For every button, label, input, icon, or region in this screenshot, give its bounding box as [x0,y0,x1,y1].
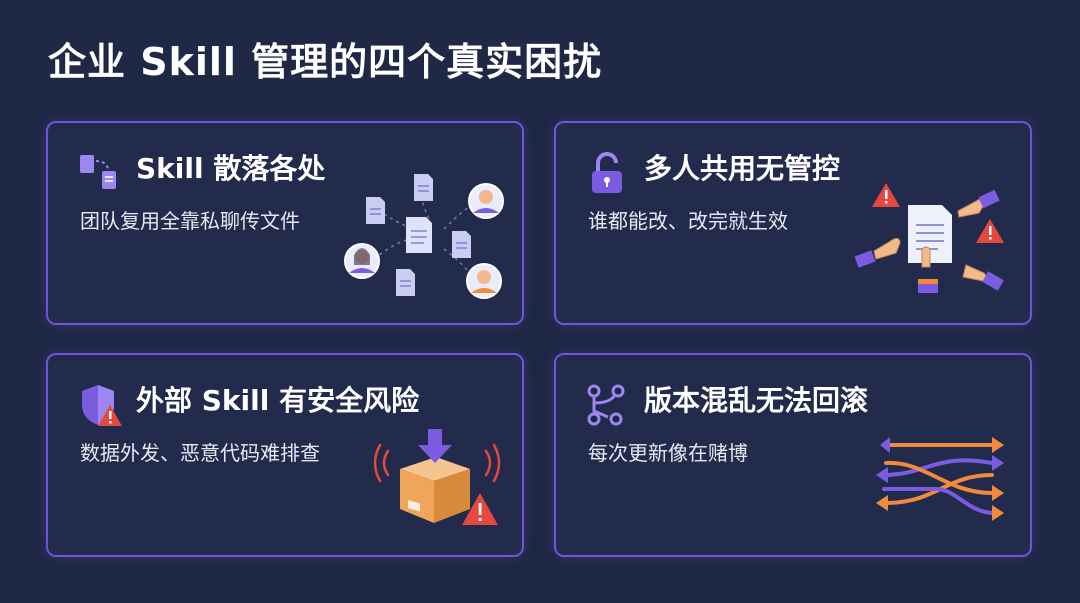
card-title: 外部 Skill 有安全风险 [136,384,420,417]
card-scattered: Skill 散落各处 团队复用全靠私聊传文件 [46,121,524,325]
hands-on-document-illustration [854,183,1004,293]
card-description: 团队复用全靠私聊传文件 [80,209,300,233]
card-no-control: 多人共用无管控 谁都能改、改完就生效 [554,121,1032,325]
card-title: Skill 散落各处 [136,152,326,185]
branch-icon [587,384,625,426]
card-description: 谁都能改、改完就生效 [588,209,788,233]
tangled-arrows-illustration [876,437,1004,521]
card-description: 数据外发、恶意代码难排查 [80,441,320,465]
card-description: 每次更新像在赌博 [588,441,748,465]
page-title: 企业 Skill 管理的四个真实困扰 [48,40,603,84]
package-download-illustration [374,429,501,525]
scattered-files-icon [80,155,116,189]
card-title: 多人共用无管控 [644,152,841,185]
unlocked-padlock-icon [592,152,622,193]
card-security-risk: 外部 Skill 有安全风险 数据外发、恶意代码难排查 [46,353,524,557]
card-title: 版本混乱无法回滚 [644,384,869,417]
card-version-chaos: 版本混乱无法回滚 每次更新像在赌博 [554,353,1032,557]
scattered-files-illustration [344,174,504,299]
shield-warning-icon [82,385,122,426]
